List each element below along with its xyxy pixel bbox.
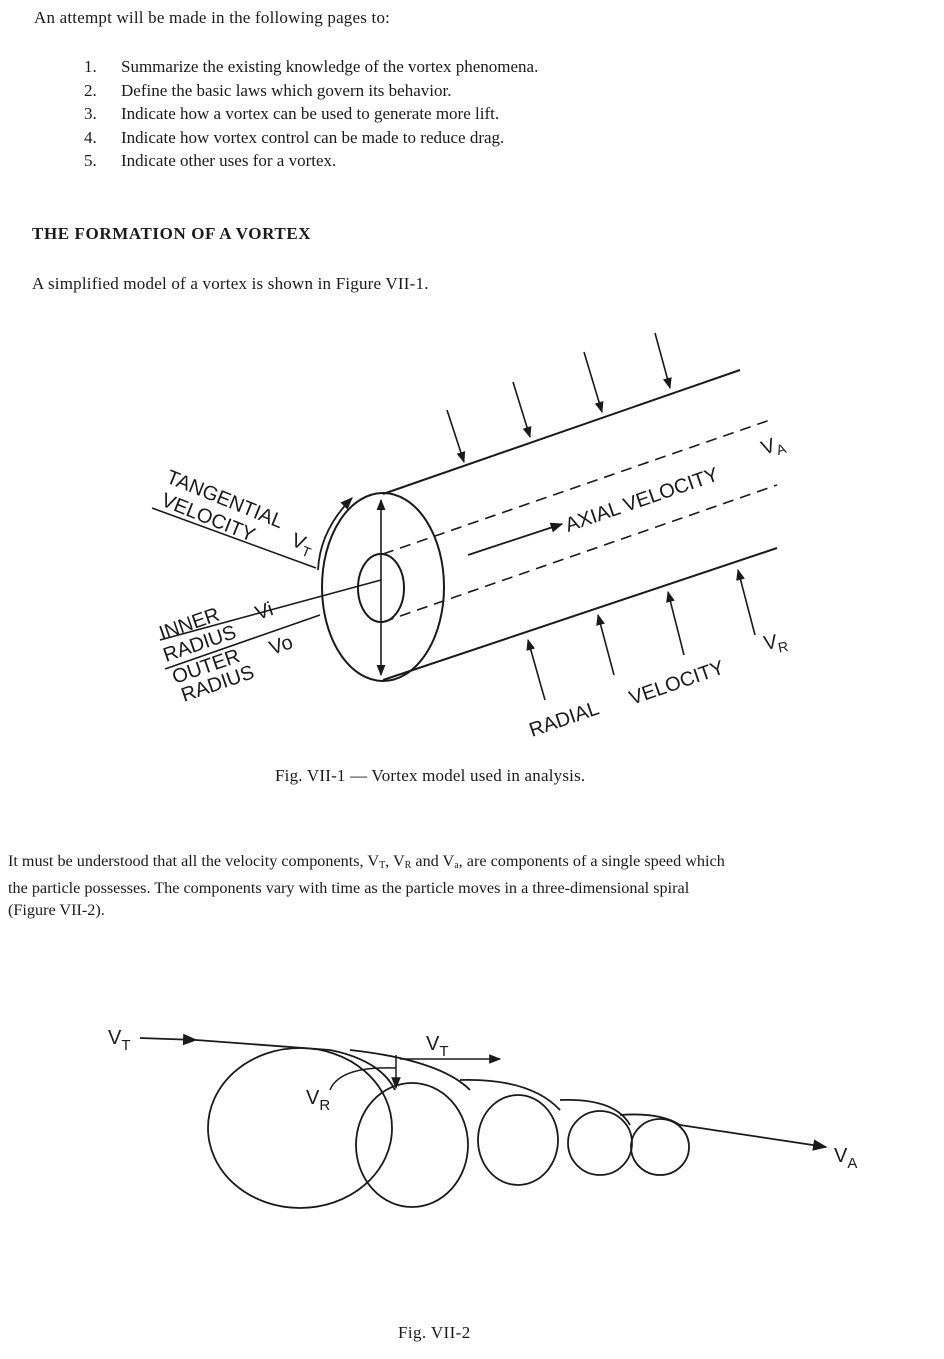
- list-item-number: 2.: [84, 80, 97, 100]
- figure1-caption: Fig. VII-1 — Vortex model used in analys…: [275, 766, 586, 785]
- spiral-loop-2: [355, 1082, 469, 1208]
- inner-radius-leader: [159, 579, 382, 641]
- cylinder-top-edge: [382, 369, 741, 495]
- spiral-loop-3: [477, 1094, 559, 1186]
- top-inflow-arrow: [654, 332, 672, 390]
- exit-va-arrow: [679, 1124, 828, 1151]
- spiral-connector: [349, 1049, 471, 1091]
- list-item-text: Indicate how vortex control can be made …: [121, 127, 505, 147]
- label-radial: RADIAL: [526, 697, 601, 741]
- list-item-number: 3.: [84, 104, 97, 123]
- label-va: VA: [758, 431, 788, 462]
- list-item: 3. Indicate how a vortex can be used to g…: [84, 102, 538, 126]
- list-item-number: 5.: [84, 151, 97, 170]
- objectives-list: 1. Summarize the existing knowledge of th…: [84, 55, 538, 173]
- radial-velocity-arrow: [736, 568, 756, 636]
- label-vo: Vo: [266, 631, 295, 659]
- list-item: 2. Define the basic laws which govern its…: [84, 79, 538, 103]
- list-item-text: Indicate other uses for a vortex.: [121, 151, 337, 170]
- label-vt-top: VT: [426, 1033, 449, 1060]
- spiral-loop-1: [207, 1047, 393, 1209]
- list-item-number: 1.: [84, 57, 97, 76]
- list-item: 1. Summarize the existing knowledge of th…: [84, 55, 538, 79]
- list-item-number: 4.: [84, 127, 97, 147]
- radial-velocity-arrow: [666, 590, 685, 656]
- paragraph-line: the particle possesses. The components v…: [8, 879, 690, 897]
- spiral-loop-4: [567, 1110, 633, 1176]
- outer-radius-ellipse: [321, 492, 445, 682]
- section-heading: THE FORMATION OF A VORTEX: [32, 224, 312, 243]
- core-dashed-bottom: [382, 484, 778, 623]
- list-item-text: Define the basic laws which govern its b…: [121, 80, 452, 100]
- figure-spiral-path: VT VT VR VA: [108, 1027, 857, 1209]
- spiral-connector: [619, 1113, 681, 1126]
- top-inflow-arrow: [446, 409, 466, 464]
- core-dashed-top: [382, 419, 771, 555]
- paragraph-velocity-components: It must be understood that all the veloc…: [8, 850, 938, 921]
- list-item: 5. Indicate other uses for a vortex.: [84, 149, 538, 173]
- paragraph-intro-figure: A simplified model of a vortex is shown …: [32, 274, 429, 293]
- label-va: VA: [834, 1145, 857, 1172]
- spiral-loop-5: [630, 1118, 690, 1176]
- label-axial-velocity: AXIAL VELOCITY: [562, 464, 721, 537]
- label-vt-left: VT: [108, 1027, 131, 1054]
- radial-velocity-arrow: [526, 638, 546, 701]
- cylinder-bottom-edge: [382, 547, 778, 681]
- figure2-caption: Fig. VII-2: [398, 1323, 471, 1342]
- tangential-leader-line: [151, 507, 317, 569]
- list-item-text: Summarize the existing knowledge of the …: [121, 57, 539, 76]
- label-radial-velocity: VELOCITY: [626, 657, 727, 710]
- list-item: 4. Indicate how vortex control can be mad…: [84, 126, 538, 150]
- list-item-text: Indicate how a vortex can be used to gen…: [121, 104, 500, 123]
- label-vi: Vi: [252, 598, 276, 624]
- tangential-velocity-arrow: [317, 497, 353, 571]
- outer-radius-leader: [164, 614, 321, 670]
- axial-velocity-arrow: [467, 522, 564, 556]
- radial-velocity-arrow: [596, 613, 615, 676]
- spiral-connector: [459, 1079, 561, 1111]
- spiral-connector: [559, 1098, 631, 1126]
- label-vr: VR: [306, 1087, 330, 1114]
- label-vr: VR: [762, 629, 789, 658]
- intro-text: An attempt will be made in the following…: [34, 8, 391, 27]
- paragraph-line: (Figure VII-2).: [8, 901, 105, 919]
- paragraph-line: It must be understood that all the veloc…: [8, 852, 725, 871]
- figure-vortex-model: TANGENTIAL VELOCITY VT AXIAL VELOCITY VA…: [151, 332, 790, 742]
- incoming-vt-arrow: [139, 1033, 198, 1046]
- top-inflow-arrow: [583, 351, 604, 414]
- top-inflow-arrow: [512, 381, 532, 439]
- vr-leader: [329, 1067, 397, 1091]
- label-vt: VT: [287, 529, 317, 561]
